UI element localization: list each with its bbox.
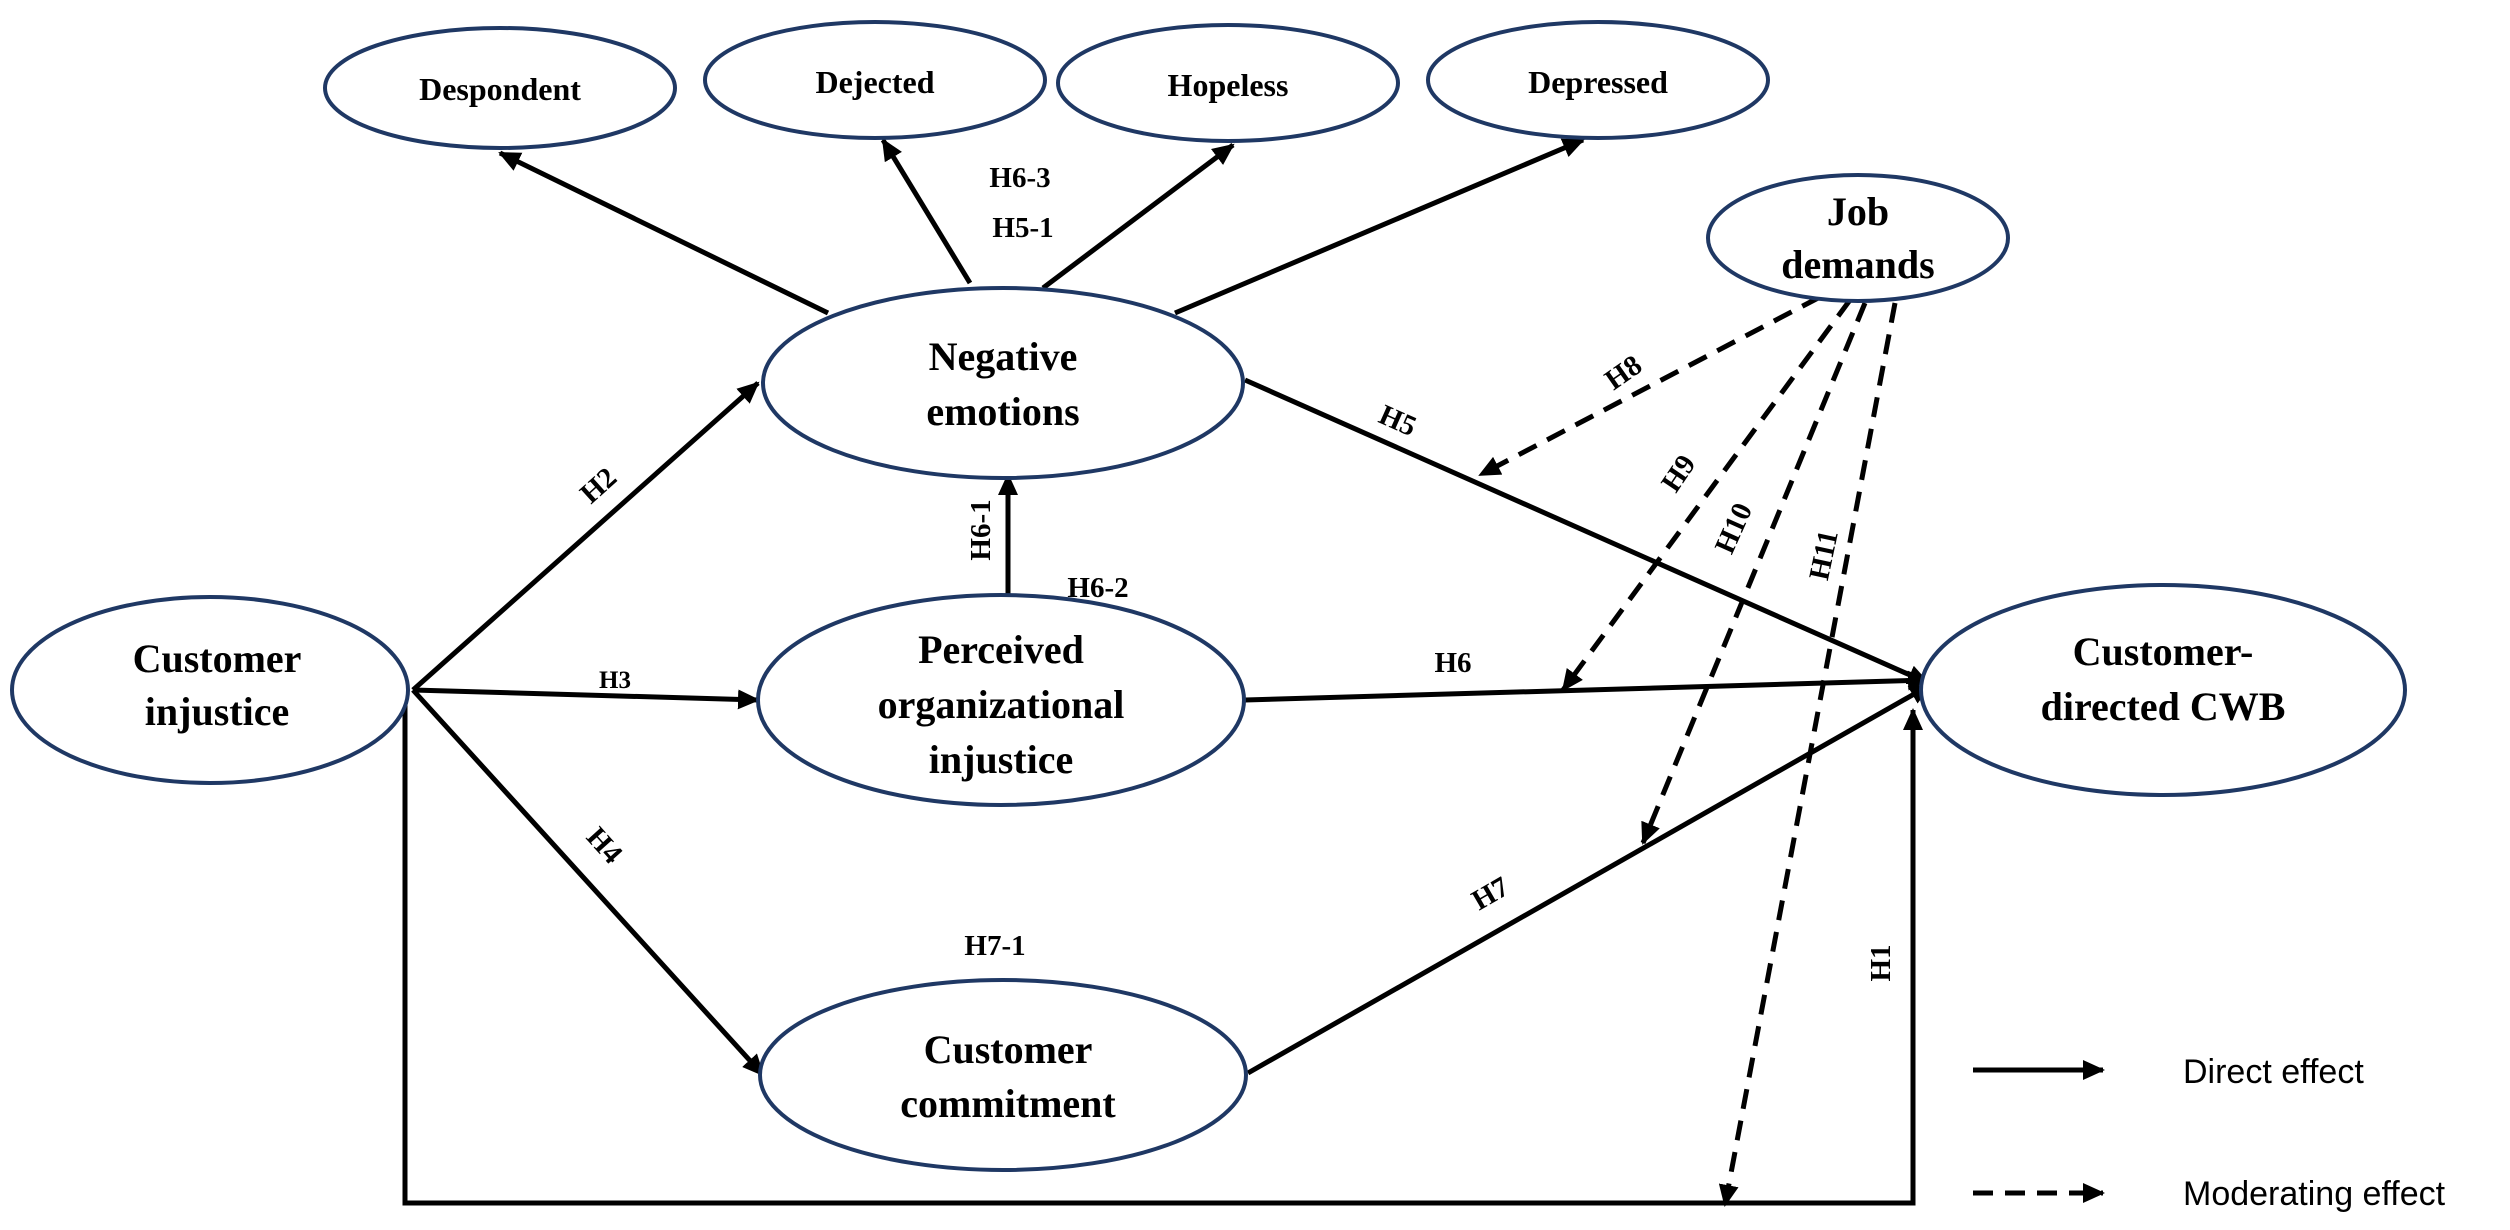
label-h3: H3 bbox=[599, 667, 631, 694]
node-customer-cwb-line2: directed CWB bbox=[2041, 684, 2286, 729]
node-despondent-label: Despondent bbox=[419, 71, 581, 107]
edge-h3 bbox=[412, 687, 760, 710]
edge-h11 bbox=[1718, 302, 1898, 1207]
edge-h10 bbox=[1640, 302, 1868, 845]
edge-h8 bbox=[1478, 294, 1822, 478]
edge-h5 bbox=[1243, 377, 1930, 686]
edge-negative-to-dejected bbox=[880, 138, 973, 285]
node-customer-injustice: Customer injustice bbox=[10, 595, 410, 785]
label-h1: H1 bbox=[1865, 944, 1897, 981]
node-perceived-org-injustice-line2: organizational bbox=[878, 682, 1125, 727]
label-h11: H11 bbox=[1803, 527, 1845, 583]
label-h7-1: H7-1 bbox=[964, 930, 1025, 962]
label-h6: H6 bbox=[1434, 647, 1471, 679]
node-customer-cwb: Customer- directed CWB bbox=[1919, 583, 2407, 797]
label-h6-1: H6-1 bbox=[965, 499, 997, 560]
node-perceived-org-injustice-line1: Perceived bbox=[918, 627, 1084, 672]
node-perceived-org-injustice: Perceived organizational injustice bbox=[756, 593, 1246, 807]
label-h10: H10 bbox=[1709, 498, 1759, 558]
node-perceived-org-injustice-line3: injustice bbox=[929, 737, 1073, 782]
label-h4: H4 bbox=[580, 821, 629, 870]
node-despondent: Despondent bbox=[323, 26, 677, 150]
node-negative-emotions-line1: Negative bbox=[929, 334, 1078, 379]
node-negative-emotions: Negative emotions bbox=[761, 286, 1245, 480]
legend-moderating-label: Moderating effect bbox=[2183, 1175, 2446, 1213]
label-h6-2: H6-2 bbox=[1067, 572, 1128, 604]
node-job-demands-line1: Job bbox=[1827, 189, 1889, 234]
node-customer-commitment: Customer commitment bbox=[758, 978, 1248, 1172]
edge-h1 bbox=[402, 690, 1923, 1206]
label-h2: H2 bbox=[574, 461, 623, 510]
edge-negative-to-hopeless bbox=[1041, 143, 1235, 290]
node-customer-commitment-line1: Customer bbox=[924, 1027, 1093, 1072]
node-depressed: Depressed bbox=[1426, 20, 1770, 140]
node-dejected: Dejected bbox=[703, 20, 1047, 140]
edge-h9 bbox=[1560, 298, 1853, 692]
edge-negative-to-despondent bbox=[498, 150, 830, 316]
edge-h4 bbox=[411, 688, 765, 1077]
label-h5-1: H5-1 bbox=[992, 212, 1053, 244]
node-job-demands-line2: demands bbox=[1781, 242, 1934, 287]
node-negative-emotions-line2: emotions bbox=[926, 389, 1079, 434]
node-customer-commitment-line2: commitment bbox=[900, 1081, 1116, 1126]
node-customer-injustice-line2: injustice bbox=[145, 689, 289, 734]
label-h6-3: H6-3 bbox=[989, 162, 1050, 194]
node-hopeless: Hopeless bbox=[1056, 23, 1400, 143]
edge-h2 bbox=[411, 381, 760, 692]
label-h9: H9 bbox=[1655, 449, 1702, 498]
node-dejected-label: Dejected bbox=[815, 64, 934, 100]
edge-h6 bbox=[1244, 670, 1930, 703]
legend: Direct effect Moderating effect bbox=[1973, 1053, 2446, 1213]
label-h5: H5 bbox=[1374, 399, 1421, 443]
node-customer-cwb-line1: Customer- bbox=[2073, 629, 2254, 674]
edge-negative-to-depressed bbox=[1174, 137, 1585, 316]
node-job-demands: Job demands bbox=[1706, 173, 2010, 303]
node-depressed-label: Depressed bbox=[1528, 64, 1668, 100]
legend-direct-label: Direct effect bbox=[2183, 1053, 2364, 1091]
node-customer-injustice-line1: Customer bbox=[133, 636, 302, 681]
node-hopeless-label: Hopeless bbox=[1168, 67, 1289, 103]
edge-h7 bbox=[1246, 682, 1932, 1076]
edges bbox=[402, 137, 1932, 1207]
label-h7: H7 bbox=[1466, 871, 1514, 917]
